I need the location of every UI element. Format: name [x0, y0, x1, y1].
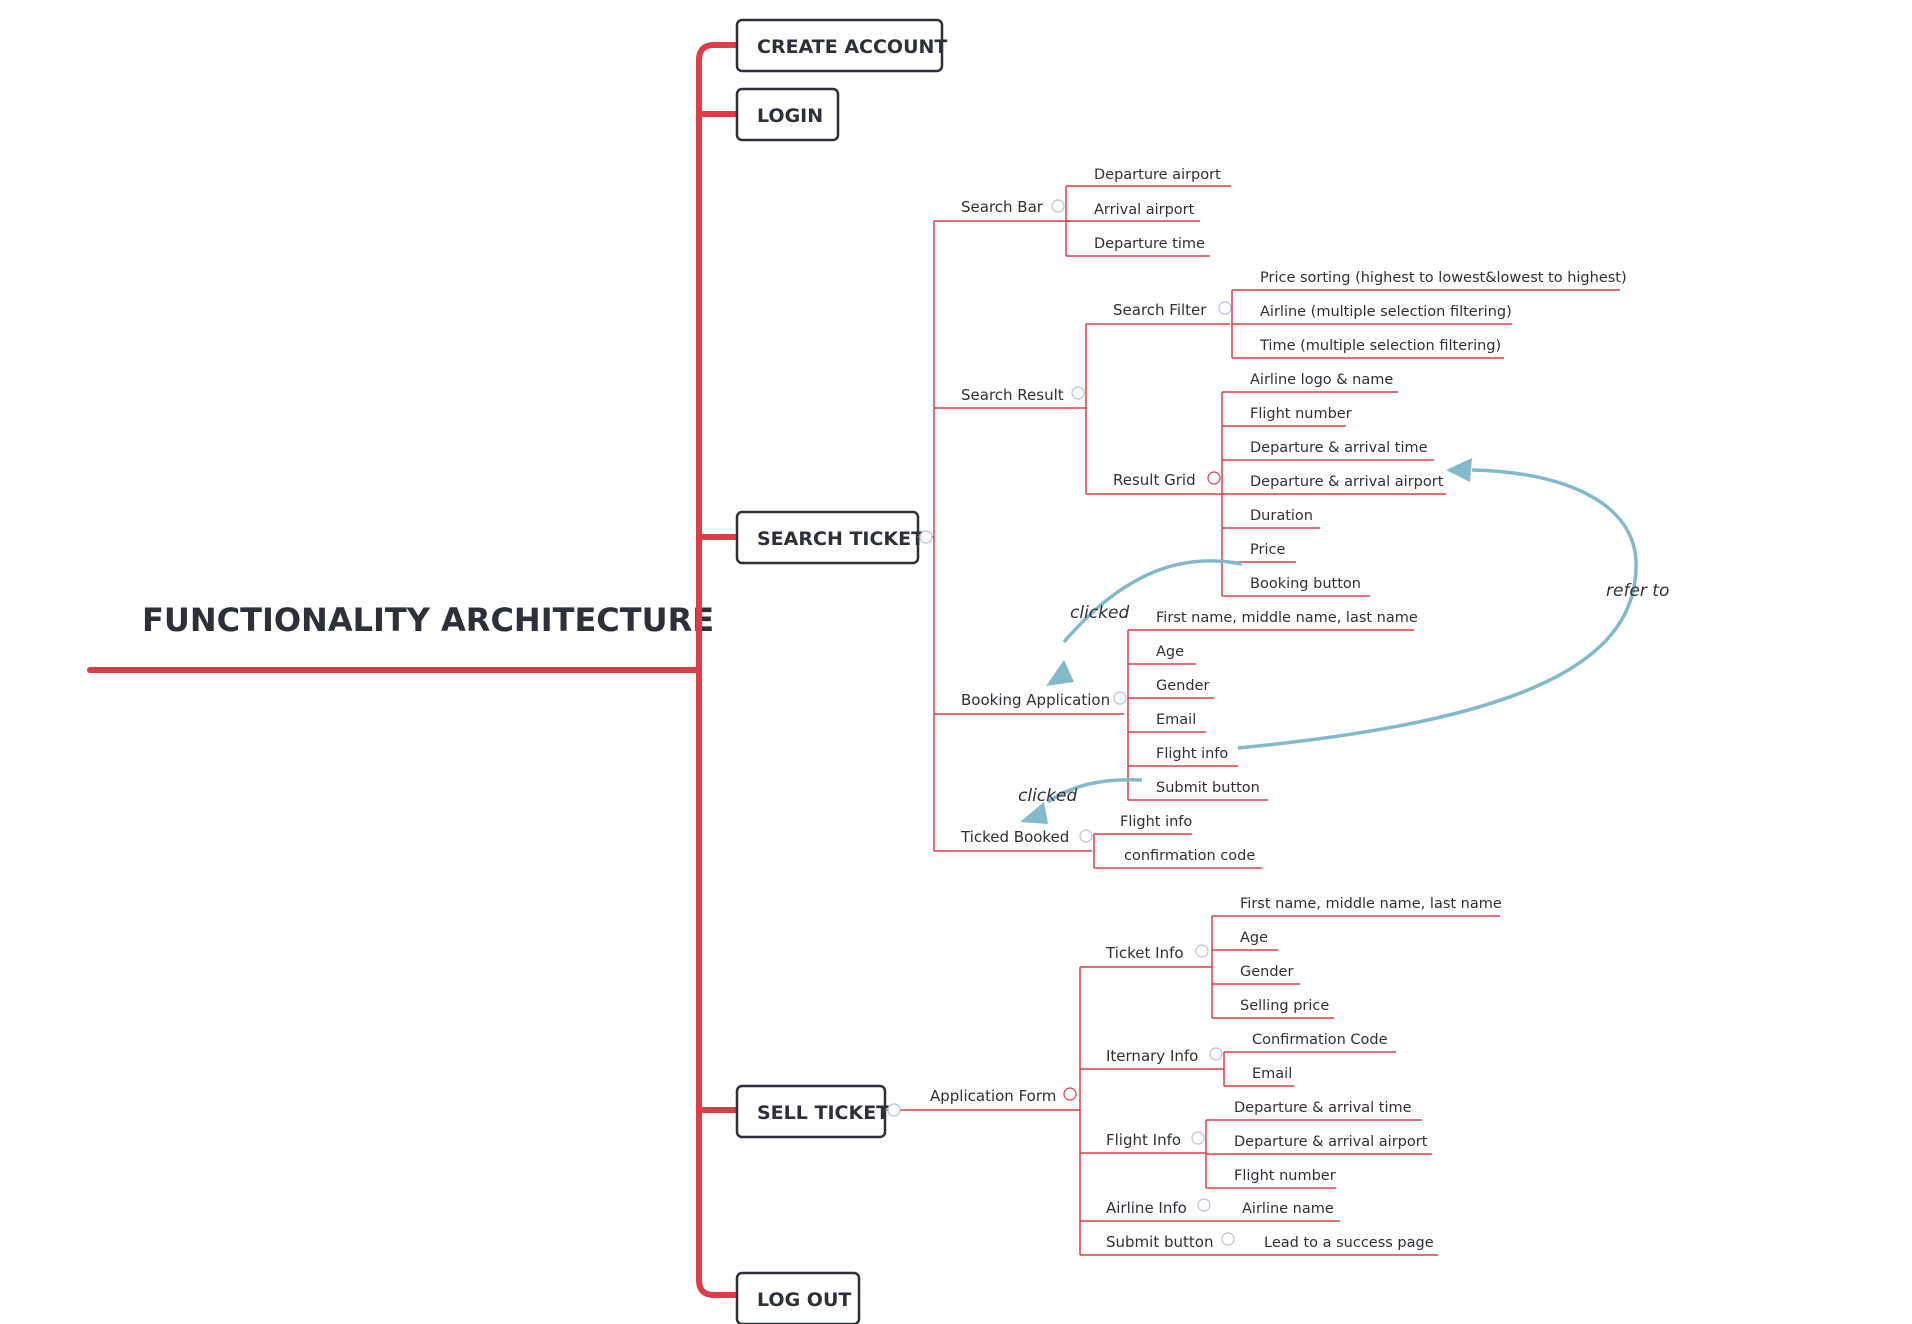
ticket-info-label: Ticket Info: [1105, 944, 1184, 962]
clicked-arrowhead-1: [1046, 660, 1074, 686]
refer-to-label: refer to: [1606, 581, 1669, 601]
sell-ticket-label: SELL TICKET: [757, 1102, 889, 1124]
log-out-node[interactable]: LOG OUT: [735, 1271, 861, 1324]
spine-upper: [681, 42, 741, 673]
ticket-booked-flight-info-item: Flight info: [1120, 814, 1192, 830]
booking-application-label: Booking Application: [961, 691, 1110, 709]
ticket-booked-label: Ticked Booked: [960, 828, 1069, 846]
sell-age-item: Age: [1240, 930, 1268, 946]
booking-submit-button-item: Submit button: [1156, 780, 1260, 796]
clicked-arrow-2: [1046, 777, 1143, 804]
booking-age-item: Age: [1156, 644, 1184, 660]
search-filter-collapse-icon[interactable]: [1218, 301, 1232, 315]
search-ticket-label: SEARCH TICKET: [757, 528, 924, 550]
departure-arrival-airport-item: Departure & arrival airport: [1250, 474, 1444, 490]
departure-arrival-time-item: Departure & arrival time: [1250, 440, 1428, 456]
login-label: LOGIN: [757, 105, 823, 127]
confirmation-code-item: confirmation code: [1124, 848, 1255, 864]
departure-time-item: Departure time: [1094, 236, 1205, 252]
booking-button-item: Booking button: [1250, 576, 1361, 592]
search-ticket-collapse-icon[interactable]: [919, 530, 933, 544]
success-page-item: Lead to a success page: [1264, 1235, 1434, 1251]
sell-ticket-collapse-icon[interactable]: [887, 1103, 901, 1117]
time-filter-item: Time (multiple selection filtering): [1259, 338, 1501, 354]
application-form-collapse-icon[interactable]: [1063, 1087, 1077, 1101]
login-node[interactable]: LOGIN: [735, 87, 840, 142]
search-result-collapse-icon[interactable]: [1071, 386, 1085, 400]
price-item: Price: [1250, 542, 1285, 558]
log-out-label: LOG OUT: [757, 1289, 851, 1311]
booking-email-item: Email: [1156, 712, 1196, 728]
search-result-label: Search Result: [961, 386, 1064, 404]
result-grid-label: Result Grid: [1113, 471, 1196, 489]
sell-departure-arrival-airport-item: Departure & arrival airport: [1234, 1134, 1428, 1150]
refer-to-arrow: [1237, 468, 1638, 750]
clicked-arrow-1: [1062, 559, 1243, 644]
flight-info-label: Flight Info: [1106, 1131, 1181, 1149]
sell-flight-number-item: Flight number: [1234, 1168, 1336, 1184]
create-account-node[interactable]: CREATE ACCOUNT: [735, 18, 947, 73]
ticket-booked-collapse-icon[interactable]: [1079, 829, 1093, 843]
create-account-label: CREATE ACCOUNT: [757, 36, 947, 58]
clicked-label-1: clicked: [1070, 603, 1129, 623]
submit-button-label: Submit button: [1106, 1233, 1213, 1251]
booking-flight-info-item: Flight info: [1156, 746, 1228, 762]
sell-departure-arrival-time-item: Departure & arrival time: [1234, 1100, 1412, 1116]
search-filter-label: Search Filter: [1113, 301, 1207, 319]
airline-logo-item: Airline logo & name: [1250, 372, 1393, 388]
booking-application-collapse-icon[interactable]: [1113, 691, 1127, 705]
iternary-info-label: Iternary Info: [1106, 1047, 1198, 1065]
clicked-label-2: clicked: [1018, 786, 1077, 806]
sell-gender-item: Gender: [1240, 964, 1293, 980]
airline-info-collapse-icon[interactable]: [1197, 1198, 1211, 1212]
sell-name-item: First name, middle name, last name: [1240, 896, 1502, 912]
search-bar-label: Search Bar: [961, 198, 1044, 216]
selling-price-item: Selling price: [1240, 998, 1329, 1014]
refer-to-arrowhead: [1446, 458, 1472, 482]
booking-name-item: First name, middle name, last name: [1156, 610, 1418, 626]
departure-airport-item: Departure airport: [1094, 167, 1221, 183]
search-bar-collapse-icon[interactable]: [1051, 199, 1065, 213]
airline-filter-item: Airline (multiple selection filtering): [1260, 304, 1512, 320]
sell-ticket-node[interactable]: SELL TICKET: [735, 1084, 889, 1139]
booking-gender-item: Gender: [1156, 678, 1209, 694]
flight-info-collapse-icon[interactable]: [1191, 1131, 1205, 1145]
root-title: FUNCTIONALITY ARCHITECTURE: [142, 601, 714, 639]
iternary-info-collapse-icon[interactable]: [1209, 1047, 1223, 1061]
submit-button-collapse-icon[interactable]: [1221, 1232, 1235, 1246]
price-sorting-item: Price sorting (highest to lowest&lowest …: [1260, 270, 1627, 286]
airline-name-item: Airline name: [1242, 1201, 1334, 1217]
spine-lower: [696, 667, 741, 1298]
result-grid-collapse-icon[interactable]: [1207, 471, 1221, 485]
ticket-info-collapse-icon[interactable]: [1195, 944, 1209, 958]
search-ticket-node[interactable]: SEARCH TICKET: [735, 510, 924, 565]
duration-item: Duration: [1250, 508, 1313, 524]
sell-email-item: Email: [1252, 1066, 1292, 1082]
application-form-label: Application Form: [930, 1087, 1056, 1105]
clicked-arrowhead-2: [1020, 802, 1048, 824]
flight-number-item: Flight number: [1250, 406, 1352, 422]
arrival-airport-item: Arrival airport: [1094, 202, 1195, 218]
sell-confirmation-code-item: Confirmation Code: [1252, 1032, 1388, 1048]
airline-info-label: Airline Info: [1106, 1199, 1187, 1217]
